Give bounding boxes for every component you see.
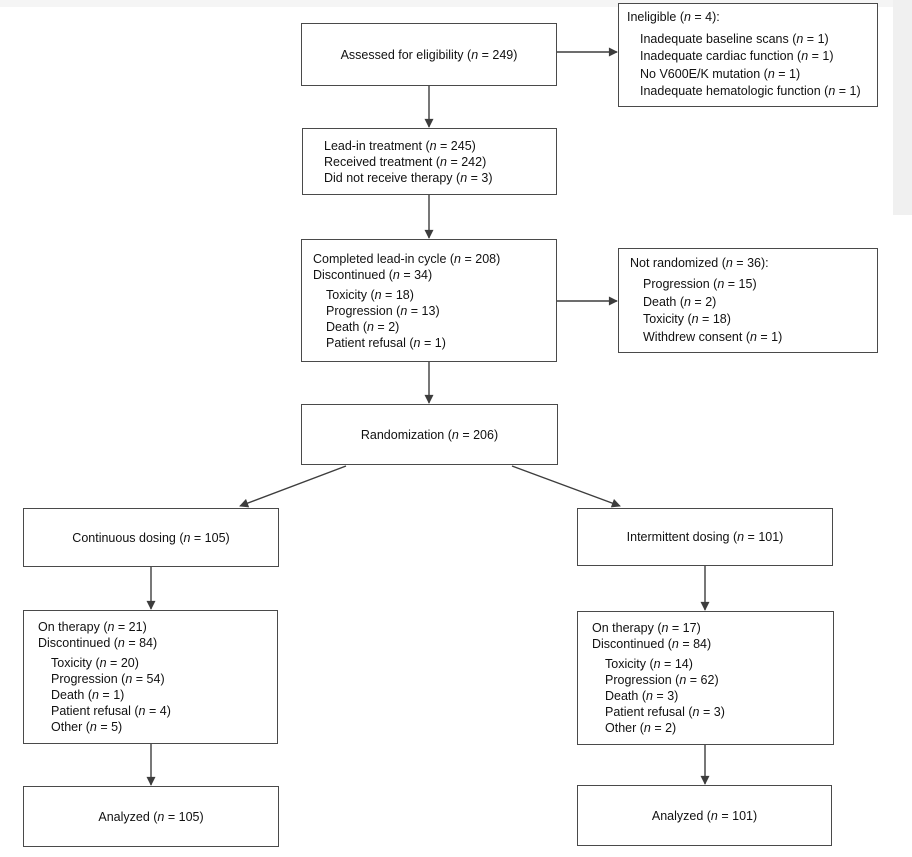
box-line: Progression (n = 15) [643,277,757,292]
box-line: Discontinued (n = 84) [38,636,158,650]
box-line: Completed lead-in cycle (n = 208) [313,251,501,266]
box-line: Ineligible (n = 4): [627,10,720,25]
box-line: Assessed for eligibility (n = 249) [340,47,518,62]
box-line: Lead-in treatment (n = 245) [324,138,476,153]
box-line: Withdrew consent (n = 1) [643,329,783,344]
box-line: Analyzed (n = 101) [651,808,758,823]
box-on-therapy-intermittent: On therapy (n = 17) Discontinued (n = 84)… [577,611,834,745]
box-line: Inadequate hematologic function (n = 1) [640,84,861,99]
box-intermittent-dosing: Intermittent dosing (n = 101) [577,508,833,566]
box-line: Received treatment (n = 242) [324,154,487,169]
box-line: Inadequate baseline scans (n = 1) [640,31,829,46]
page-edge-right-shading [893,0,912,215]
page-edge-top-shading [0,0,912,7]
box-line: Other (n = 5) [51,720,123,734]
box-line: Toxicity (n = 18) [643,312,731,327]
box-randomization: Randomization (n = 206) [301,404,558,465]
box-lead-in-treatment: Lead-in treatment (n = 245)Received trea… [302,128,557,195]
box-line: Toxicity (n = 20) [51,656,139,670]
box-line: No V600E/K mutation (n = 1) [640,66,801,81]
box-line: Progression (n = 54) [51,672,165,686]
box-completed-lead-in-cycle: Completed lead-in cycle (n = 208)Discont… [301,239,557,362]
box-analyzed-continuous: Analyzed (n = 105) [23,786,279,847]
box-line: Progression (n = 62) [605,673,719,687]
box-line: Discontinued (n = 34) [313,267,433,282]
connector-randomization-to-continuous [239,465,347,508]
box-line: Patient refusal (n = 3) [605,705,725,719]
box-line: Toxicity (n = 14) [605,657,693,671]
box-line: Did not receive therapy (n = 3) [324,170,493,185]
box-ineligible: Ineligible (n = 4): Inadequate baseline s… [618,3,878,107]
box-line: Death (n = 2) [643,294,717,309]
box-analyzed-intermittent: Analyzed (n = 101) [577,785,832,846]
box-assessed-for-eligibility: Assessed for eligibility (n = 249) [301,23,557,86]
box-not-randomized: Not randomized (n = 36): Progression (n =… [618,248,878,353]
box-line: Toxicity (n = 18) [326,287,414,302]
box-line: Analyzed (n = 105) [98,809,204,824]
box-line: Not randomized (n = 36): [630,255,769,270]
box-line: Randomization (n = 206) [360,427,499,442]
box-line: Death (n = 2) [326,319,400,334]
box-continuous-dosing: Continuous dosing (n = 105) [23,508,279,567]
box-line: Patient refusal (n = 1) [326,335,446,350]
connector-randomization-to-intermittent [511,465,621,508]
box-line: Continuous dosing (n = 105) [72,530,230,545]
box-line: Other (n = 2) [605,721,677,735]
box-line: Discontinued (n = 84) [592,637,712,651]
box-line: Death (n = 3) [605,689,679,703]
box-line: On therapy (n = 21) [38,620,147,634]
box-line: Intermittent dosing (n = 101) [626,530,784,544]
box-line: Progression (n = 13) [326,303,440,318]
box-line: On therapy (n = 17) [592,621,701,635]
box-line: Patient refusal (n = 4) [51,704,171,718]
box-on-therapy-continuous: On therapy (n = 21) Discontinued (n = 84)… [23,610,278,744]
box-line: Inadequate cardiac function (n = 1) [640,49,834,64]
box-line: Death (n = 1) [51,688,125,702]
